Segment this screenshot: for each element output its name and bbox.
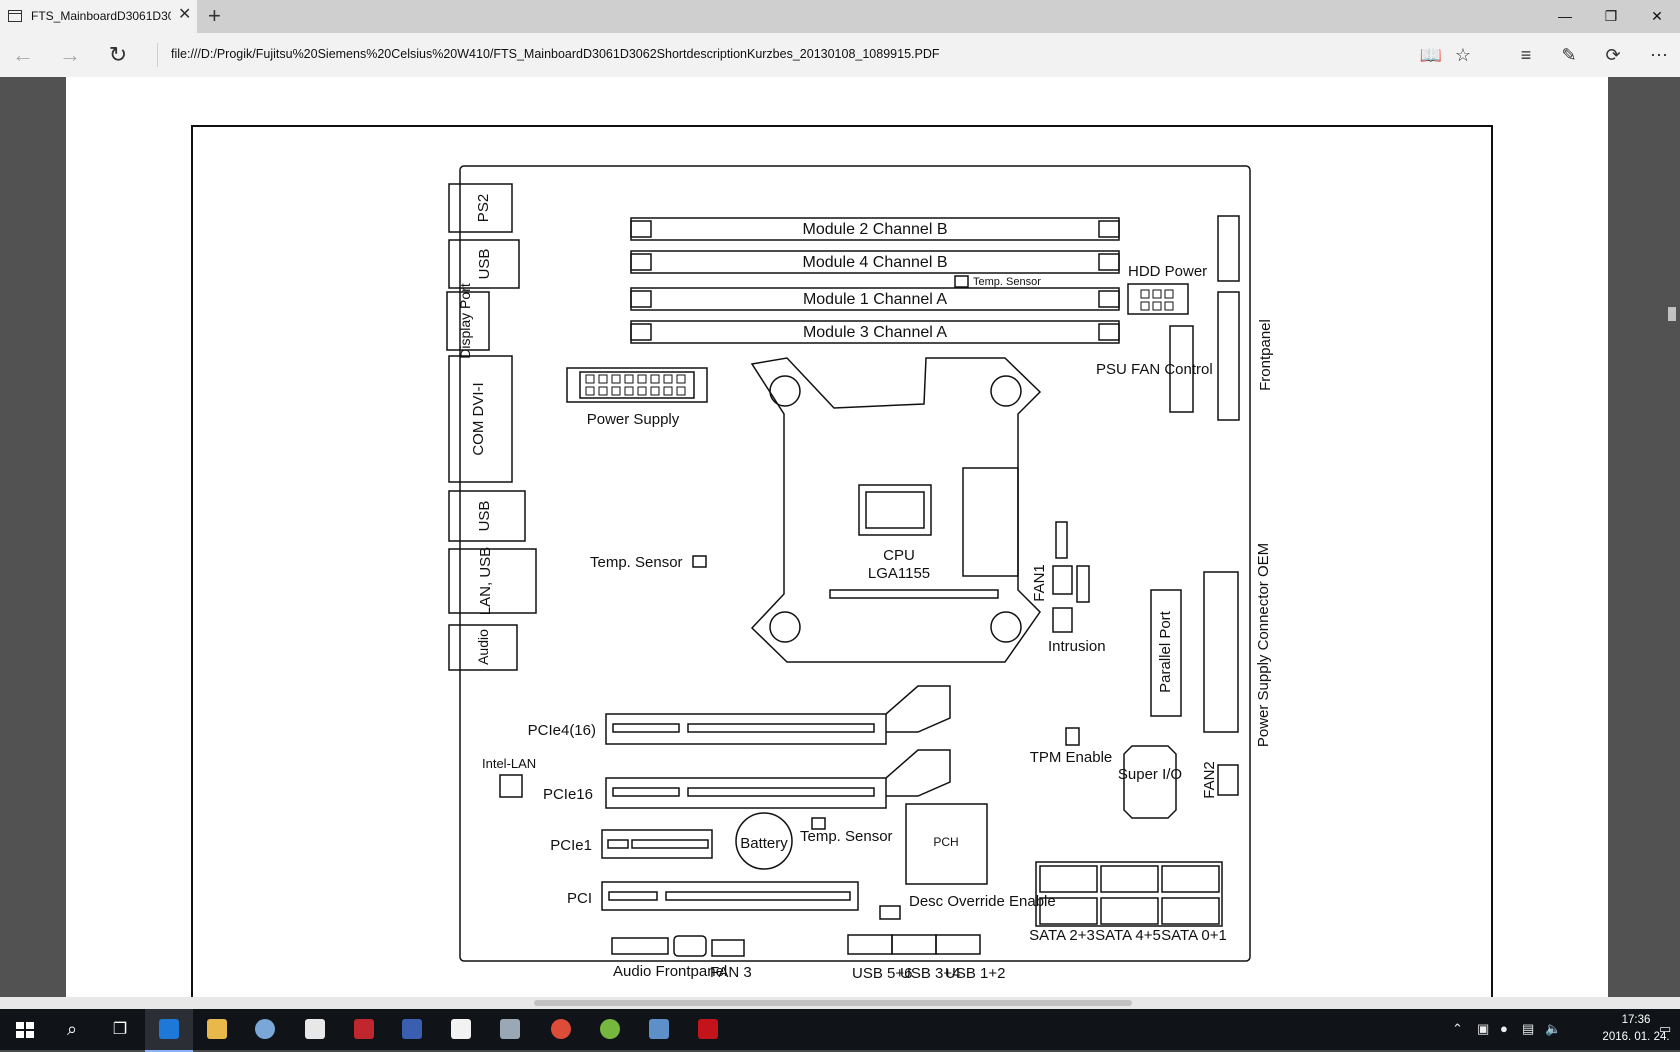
hdd-power-label: HDD Power [1128, 263, 1207, 280]
pcie4-16-label: PCIe4(16) [528, 722, 596, 739]
usb-header-label: USB 3+4 [900, 965, 960, 982]
tray-app-icon[interactable]: ▣ [1477, 1021, 1490, 1036]
pdf-page: PS2 USB Display Port COM DVI-I USB LAN, … [66, 77, 1608, 999]
web-note-icon[interactable]: ✎ [1561, 45, 1577, 65]
usb-header-label: USB 1+2 [945, 965, 1005, 982]
audio-frontpanel-label: Audio Frontpanel [613, 963, 727, 980]
windows-logo-icon [16, 1022, 34, 1038]
start-button[interactable] [0, 1009, 48, 1050]
tab-title: FTS_MainboardD3061D3062Shortd [31, 9, 171, 23]
rear-port-usb-top: USB [476, 249, 493, 280]
fan2-label: FAN2 [1201, 761, 1218, 799]
tab-page-icon [8, 10, 22, 22]
store-icon[interactable] [437, 1009, 485, 1050]
clock-date[interactable]: 2016. 01. 24. [1602, 1031, 1670, 1043]
reading-view-icon[interactable]: 📖 [1419, 45, 1443, 65]
memory-slot-label: Module 3 Channel A [803, 324, 947, 341]
pcie1-label: PCIe1 [550, 837, 592, 854]
pcie16-label: PCIe16 [543, 786, 593, 803]
memory-slot-label: Module 4 Channel B [803, 254, 948, 271]
favorite-star-icon[interactable]: ☆ [1454, 45, 1472, 65]
sata-label: SATA 2+3 [1029, 927, 1095, 944]
utorrent-icon[interactable] [586, 1009, 634, 1050]
battery-label: Battery [740, 835, 788, 852]
rear-port-usb-mid: USB [476, 501, 493, 532]
intrusion-label: Intrusion [1048, 638, 1106, 655]
desc-override-label: Desc Override Enable [909, 893, 1056, 910]
paint-icon[interactable] [241, 1009, 289, 1050]
edge-taskbar-icon[interactable] [145, 1009, 193, 1052]
rear-port-ps2: PS2 [475, 194, 492, 222]
fan3-label: FAN 3 [710, 964, 752, 981]
super-io-label: Super I/O [1118, 766, 1182, 783]
hub-icon[interactable]: ≡ [1520, 45, 1532, 65]
pdf-viewport[interactable]: PS2 USB Display Port COM DVI-I USB LAN, … [0, 77, 1680, 1005]
tray-chevron-icon[interactable]: ⌃ [1452, 1021, 1463, 1036]
restore-icon[interactable]: ❐ [1604, 8, 1618, 24]
rear-port-displayport: Display Port [457, 283, 473, 359]
usb-header-label: USB 5+6 [852, 965, 912, 982]
rear-port-com-dvi: COM DVI-I [470, 382, 487, 455]
more-icon[interactable]: ⋯ [1650, 45, 1668, 65]
calculator-icon[interactable] [291, 1009, 339, 1050]
power-supply-connector-oem-label: Power Supply Connector OEM [1255, 543, 1272, 747]
address-bar: ← → ↻ file:///D:/Progik/Fujitsu%20Siemen… [0, 33, 1680, 78]
temp-sensor-label-memory: Temp. Sensor [973, 276, 1041, 288]
tab-pdf[interactable]: FTS_MainboardD3061D3062Shortd ✕ [0, 0, 197, 33]
temp-sensor-label-pch: Temp. Sensor [800, 828, 893, 845]
parallel-port-label: Parallel Port [1157, 610, 1174, 693]
cpu-socket-label: LGA1155 [868, 565, 930, 582]
refresh-icon[interactable]: ↻ [108, 42, 128, 67]
pci-label: PCI [567, 890, 592, 907]
close-window-icon[interactable]: ✕ [1651, 8, 1663, 24]
back-icon[interactable]: ← [12, 42, 34, 67]
remote-desktop-icon[interactable] [388, 1009, 436, 1050]
tpm-enable-label: TPM Enable [1030, 749, 1113, 766]
temp-sensor-label-left: Temp. Sensor [590, 554, 683, 571]
url-field[interactable]: file:///D:/Progik/Fujitsu%20Siemens%20Ce… [171, 47, 940, 61]
flash-icon[interactable] [340, 1009, 388, 1050]
search-icon[interactable]: ⌕ [66, 1019, 78, 1039]
horizontal-scrollbar[interactable] [0, 997, 1680, 1009]
share-icon[interactable]: ⟳ [1605, 45, 1621, 65]
forward-icon[interactable]: → [59, 42, 81, 67]
action-center-icon[interactable]: ▭ [1659, 1021, 1672, 1036]
taskbar: ⌕ ❐ ⌃ ▣ ● ▤ 🔈 17:36 2016. 01. 24. ▭ [0, 1009, 1680, 1052]
divider [157, 43, 158, 67]
tab-strip: FTS_MainboardD3061D3062Shortd ✕ + — ❐ ✕ [0, 0, 1680, 33]
media-icon[interactable] [486, 1009, 534, 1050]
memory-slot-label: Module 1 Channel A [803, 291, 947, 308]
sata-label: SATA 0+1 [1161, 927, 1227, 944]
sata-label: SATA 4+5 [1095, 927, 1161, 944]
fan1-label: FAN1 [1031, 564, 1048, 602]
power-supply-label: Power Supply [587, 411, 680, 428]
monitor-app-icon[interactable] [635, 1009, 683, 1050]
mainboard-diagram: PS2 USB Display Port COM DVI-I USB LAN, … [191, 125, 1493, 999]
minimize-icon[interactable]: — [1558, 8, 1572, 24]
cpu-label: CPU [883, 547, 915, 564]
rear-port-lan-usb: LAN, USB [477, 547, 494, 615]
frontpanel-label: Frontpanel [1257, 319, 1274, 391]
new-tab-icon[interactable]: + [208, 3, 221, 28]
task-view-icon[interactable]: ❐ [112, 1021, 128, 1038]
memory-slot-label: Module 2 Channel B [803, 221, 948, 238]
chrome-icon[interactable] [537, 1009, 585, 1050]
file-explorer-icon[interactable] [193, 1009, 241, 1050]
network-icon[interactable]: ▤ [1522, 1021, 1535, 1036]
psu-fan-control-label: PSU FAN Control [1096, 361, 1213, 378]
close-tab-icon[interactable]: ✕ [178, 6, 192, 23]
tray-utorrent-icon[interactable]: ● [1500, 1021, 1508, 1036]
aida64-icon[interactable] [684, 1009, 732, 1050]
volume-icon[interactable]: 🔈 [1545, 1021, 1562, 1036]
vertical-scrollbar[interactable] [1668, 307, 1676, 321]
horizontal-scrollbar-thumb[interactable] [534, 1000, 1132, 1006]
rear-port-audio: Audio [475, 629, 491, 665]
intel-lan-label: Intel-LAN [482, 756, 536, 771]
clock-time[interactable]: 17:36 [1621, 1014, 1651, 1026]
pch-label: PCH [933, 835, 958, 849]
